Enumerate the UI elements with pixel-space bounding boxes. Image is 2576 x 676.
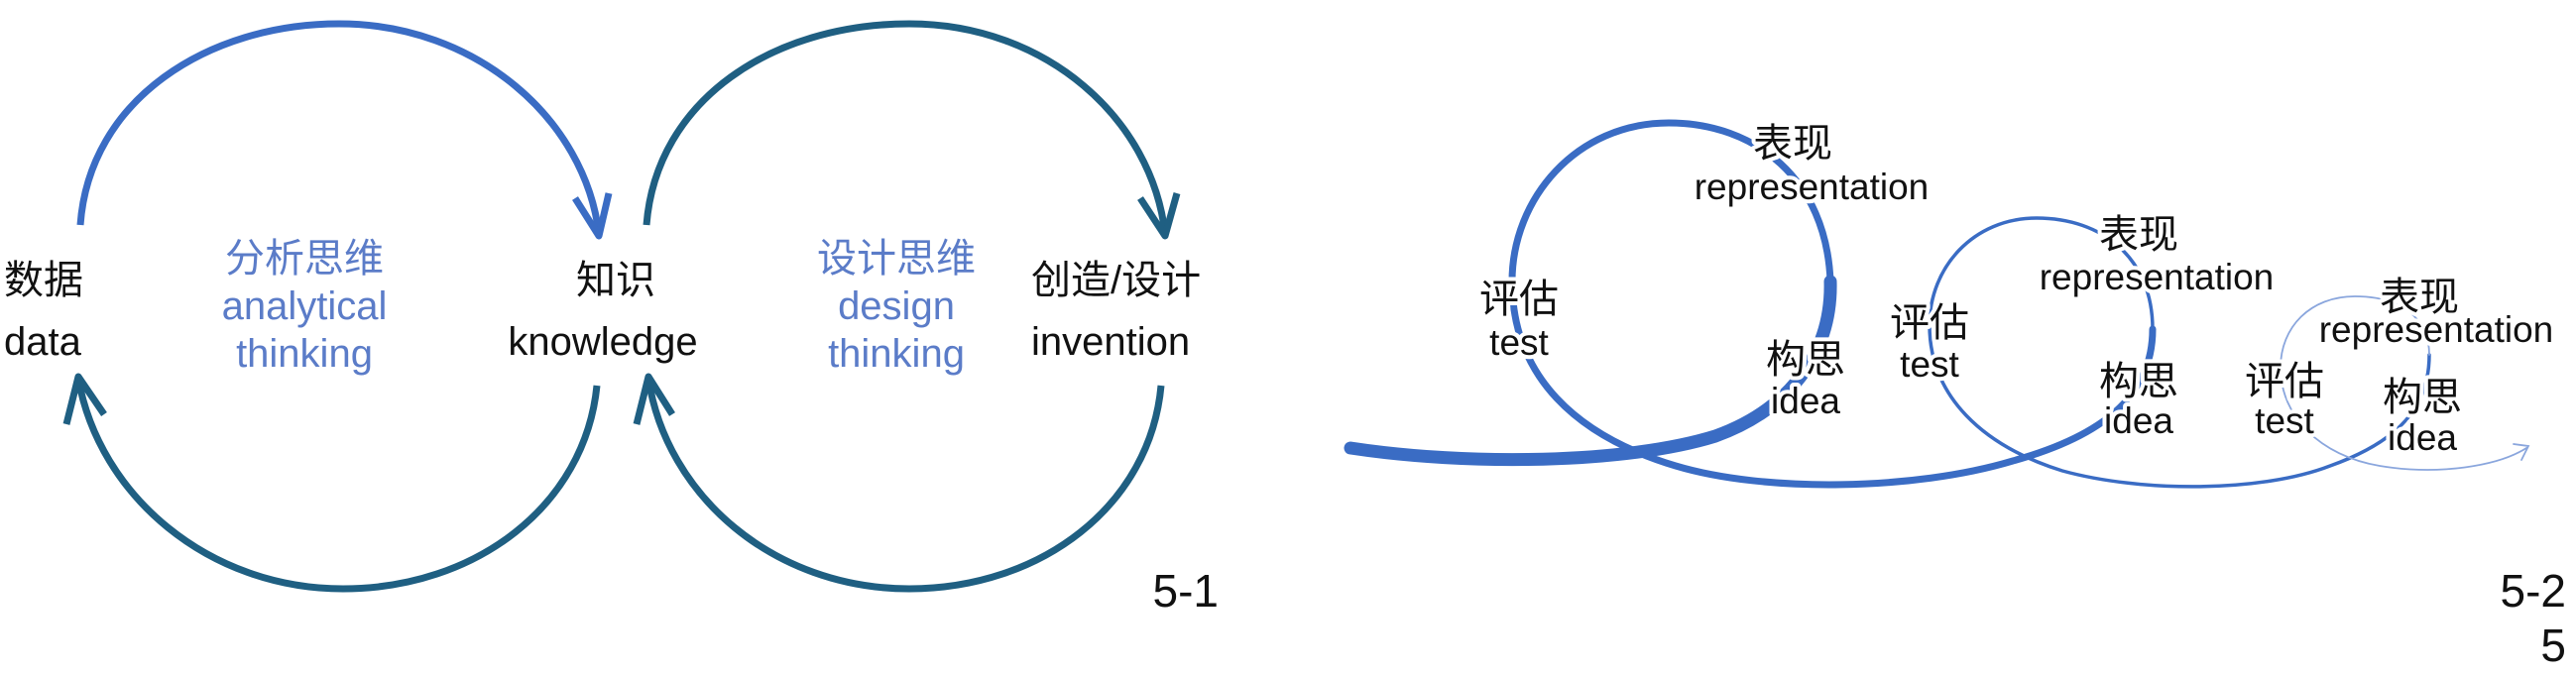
arrowhead-icon [633,373,675,425]
invention-label-zh: 创造/设计 [1031,259,1201,302]
loop-1-labels: 表现 representation 评估 test 构思 idea [1475,118,1932,425]
spiral-tail [1344,275,1837,467]
idea-zh: 构思 [2099,360,2178,403]
design-thinking-zh: 设计思维 [817,237,976,281]
idea-en: idea [2104,400,2173,441]
analytical-thinking-arc [76,20,603,235]
knowledge-label-zh: 知识 [576,259,655,302]
spiral-loop-1 [1508,119,2157,489]
representation-zh: 表现 [2380,276,2459,319]
test-zh: 评估 [1479,278,1559,321]
loop-3-labels: 表现 representation 评估 test 构思 idea [2241,272,2557,462]
idea-en: idea [2388,417,2457,458]
analytical-thinking-en2: thinking [236,332,373,376]
test-en: test [1900,344,1959,385]
analytical-thinking-en1: analytical [222,284,388,328]
test-en: test [2255,400,2314,441]
idea-zh: 构思 [2383,376,2462,419]
design-thinking-en1: design [838,284,955,328]
arrowhead-icon [62,373,107,425]
figure-number: 5-2 [2501,565,2566,617]
design-thinking-en2: thinking [828,332,965,376]
knowledge-to-data-arc [74,378,601,593]
spiral-labels: 表现 representation 评估 test 构思 idea 表现 rep… [1475,118,2566,671]
idea-en: idea [1771,381,1840,421]
arrowhead-icon [1137,192,1181,240]
analytical-thinking-zh: 分析思维 [225,237,384,281]
loop-2-labels: 表现 representation 评估 test 构思 idea [1886,209,2278,445]
figure-5-2 [1344,119,2530,489]
page-number: 5 [2540,620,2566,671]
representation-zh: 表现 [2099,213,2178,257]
representation-zh: 表现 [1753,122,1832,166]
figure-5-1: 数据 data 分析思维 analytical thinking 知识 know… [4,20,1219,617]
test-zh: 评估 [1890,301,1969,345]
test-en: test [1489,322,1549,363]
knowledge-label-en: knowledge [508,320,697,364]
figure-number: 5-1 [1153,565,1219,617]
invention-to-knowledge-arc [644,378,1165,593]
design-thinking-arc [643,20,1169,235]
test-zh: 评估 [2245,360,2324,403]
invention-label-en: invention [1031,320,1190,364]
representation-en: representation [2040,257,2275,297]
spiral-loop-3 [2280,295,2527,471]
arrowhead-icon [572,192,613,240]
idea-zh: 构思 [1766,338,1845,382]
data-label-en: data [4,320,82,364]
arrowhead-icon [2513,443,2530,461]
data-label-zh: 数据 [4,259,83,302]
representation-en: representation [1695,167,1930,207]
spiral-loop-2 [1928,216,2431,489]
representation-en: representation [2319,309,2554,350]
